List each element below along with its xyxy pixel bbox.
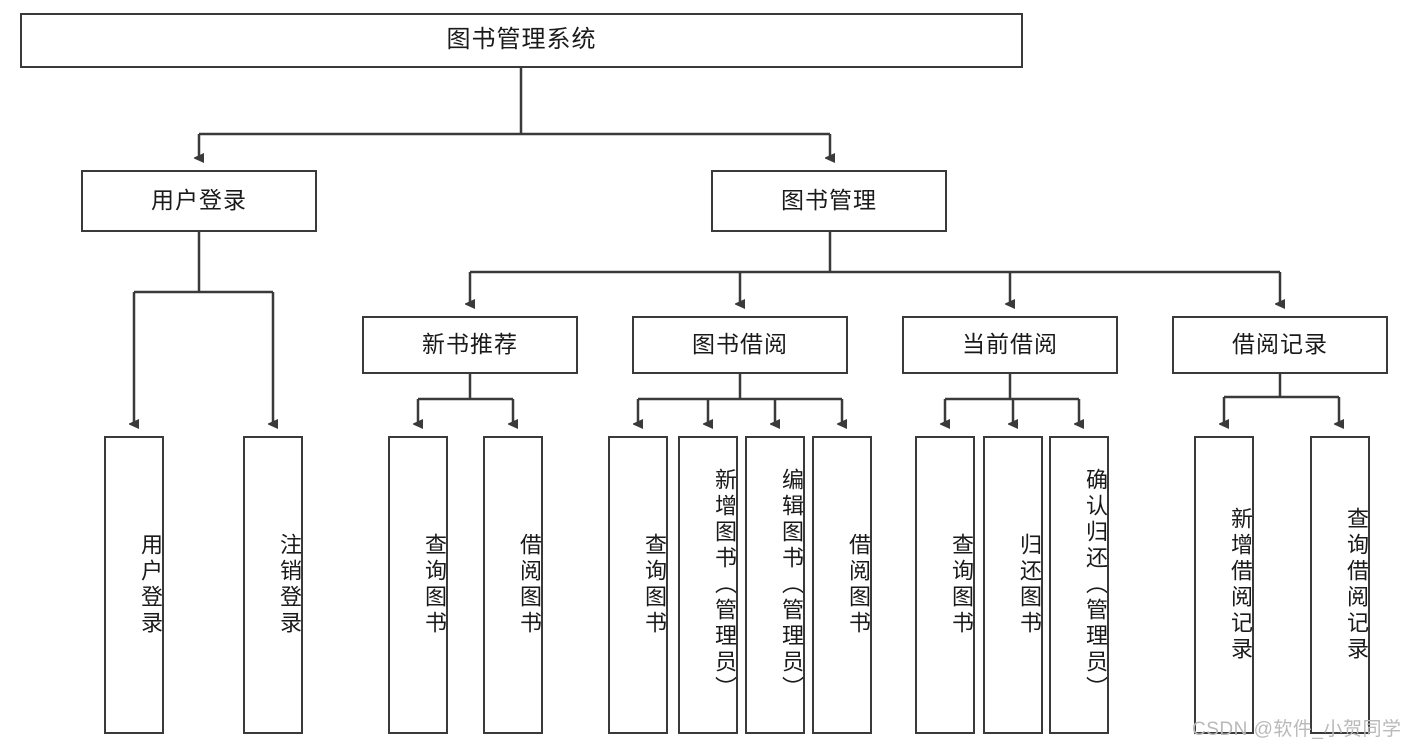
node-leaf-add-record-label: 新增借阅记录 <box>1228 507 1253 663</box>
node-leaf-return-book[interactable]: 归还图书 <box>983 436 1043 734</box>
node-borrow-record-label: 借阅记录 <box>1232 331 1328 358</box>
node-book-borrow[interactable]: 图书借阅 <box>632 316 848 374</box>
node-root[interactable]: 图书管理系统 <box>20 13 1023 68</box>
node-leaf-query-record[interactable]: 查询借阅记录 <box>1310 436 1370 734</box>
node-book-borrow-label: 图书借阅 <box>692 331 788 358</box>
node-leaf-user-login-label: 用户登录 <box>138 533 163 637</box>
node-current-borrow[interactable]: 当前借阅 <box>902 316 1118 374</box>
node-leaf-query-book-3-label: 查询图书 <box>949 533 974 637</box>
node-leaf-borrow-book-2[interactable]: 借阅图书 <box>812 436 872 734</box>
node-borrow-record[interactable]: 借阅记录 <box>1172 316 1388 374</box>
node-user-login[interactable]: 用户登录 <box>81 170 317 232</box>
node-leaf-add-record[interactable]: 新增借阅记录 <box>1194 436 1254 734</box>
node-leaf-confirm-return[interactable]: 确认归还（管理员） <box>1049 436 1109 734</box>
node-leaf-query-book-2[interactable]: 查询图书 <box>608 436 668 734</box>
node-leaf-borrow-book-1-label: 借阅图书 <box>517 533 542 637</box>
node-book-management[interactable]: 图书管理 <box>711 170 947 232</box>
node-current-borrow-label: 当前借阅 <box>962 331 1058 358</box>
node-leaf-add-book-label: 新增图书（管理员） <box>712 468 737 702</box>
node-leaf-query-book-3[interactable]: 查询图书 <box>915 436 975 734</box>
node-leaf-query-record-label: 查询借阅记录 <box>1344 507 1369 663</box>
node-leaf-query-book-1-label: 查询图书 <box>422 533 447 637</box>
node-root-label: 图书管理系统 <box>446 26 597 54</box>
node-user-login-label: 用户登录 <box>151 187 247 214</box>
node-leaf-add-book[interactable]: 新增图书（管理员） <box>678 436 738 734</box>
node-book-management-label: 图书管理 <box>781 187 877 214</box>
node-leaf-borrow-book-1[interactable]: 借阅图书 <box>483 436 543 734</box>
node-leaf-edit-book[interactable]: 编辑图书（管理员） <box>745 436 805 734</box>
node-leaf-edit-book-label: 编辑图书（管理员） <box>779 468 804 702</box>
node-leaf-return-book-label: 归还图书 <box>1017 533 1042 637</box>
node-leaf-user-login[interactable]: 用户登录 <box>104 436 164 734</box>
node-new-book-recommend-label: 新书推荐 <box>422 331 518 358</box>
node-leaf-logout-login-label: 注销登录 <box>277 533 302 637</box>
node-leaf-borrow-book-2-label: 借阅图书 <box>846 533 871 637</box>
node-leaf-query-book-1[interactable]: 查询图书 <box>388 436 448 734</box>
node-leaf-confirm-return-label: 确认归还（管理员） <box>1083 468 1108 702</box>
node-new-book-recommend[interactable]: 新书推荐 <box>362 316 578 374</box>
node-leaf-logout-login[interactable]: 注销登录 <box>243 436 303 734</box>
node-leaf-query-book-2-label: 查询图书 <box>642 533 667 637</box>
